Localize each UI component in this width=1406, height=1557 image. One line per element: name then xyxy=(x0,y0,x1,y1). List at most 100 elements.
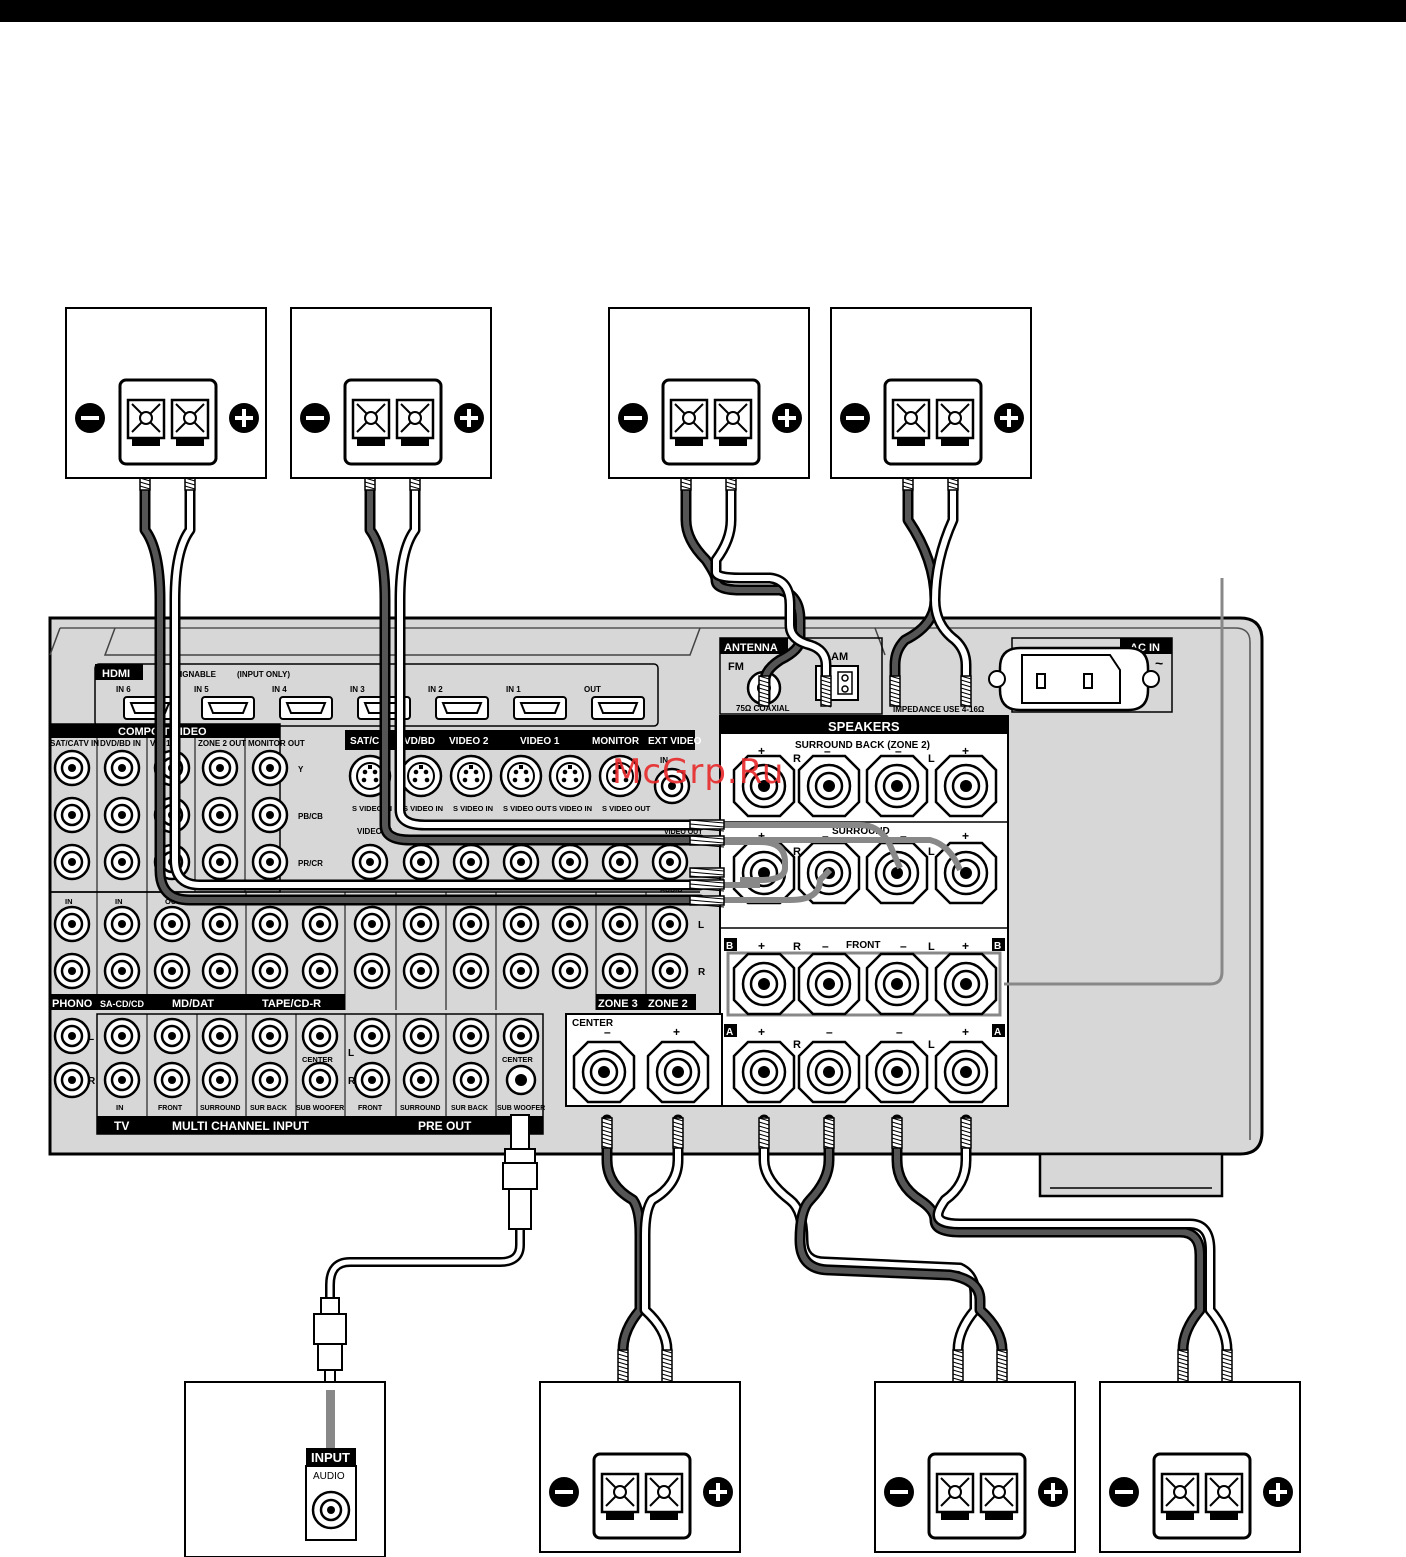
audio-jack-r[interactable] xyxy=(251,952,289,990)
audio-jack-r[interactable] xyxy=(452,952,490,990)
component-video-jack[interactable] xyxy=(103,749,141,787)
video-input-label: VIDEO 2 xyxy=(449,736,489,747)
multi-jack[interactable] xyxy=(402,1017,440,1055)
audio-jack-l[interactable] xyxy=(301,905,339,943)
audio-jack-r[interactable] xyxy=(601,952,639,990)
audio-jack-l[interactable] xyxy=(201,905,239,943)
audio-jack-l[interactable] xyxy=(601,905,639,943)
speaker-terminal[interactable] xyxy=(732,952,796,1016)
multi-jack[interactable] xyxy=(153,1061,191,1099)
video-jack[interactable] xyxy=(651,843,689,881)
audio-jack-r[interactable] xyxy=(301,952,339,990)
audio-jack-l[interactable] xyxy=(53,905,91,943)
multi-jack[interactable] xyxy=(402,1061,440,1099)
component-video-jack[interactable] xyxy=(251,843,289,881)
multi-jack[interactable] xyxy=(452,1017,490,1055)
hdmi-port[interactable] xyxy=(279,696,333,720)
video-jack[interactable] xyxy=(351,843,389,881)
speaker-terminal[interactable] xyxy=(865,1040,929,1104)
speaker-terminal[interactable] xyxy=(865,952,929,1016)
svideo-jack[interactable] xyxy=(449,754,493,798)
subwoofer-input-title: INPUT xyxy=(311,1450,350,1465)
multi-jack[interactable] xyxy=(353,1061,391,1099)
audio-jack-l[interactable] xyxy=(353,905,391,943)
terminal-r-mark: R xyxy=(793,753,801,765)
tv-in-label: IN xyxy=(116,1103,124,1112)
tv-jack[interactable] xyxy=(53,1061,91,1099)
center-terminal[interactable] xyxy=(572,1040,636,1104)
audio-jack-r[interactable] xyxy=(53,952,91,990)
speaker-terminal[interactable] xyxy=(797,754,861,818)
audio-jack-l[interactable] xyxy=(551,905,589,943)
audio-jack-l[interactable] xyxy=(251,905,289,943)
speaker-terminal[interactable] xyxy=(934,1040,998,1104)
svideo-jack[interactable] xyxy=(399,754,443,798)
pre-out-r-label: R xyxy=(348,1076,356,1087)
component-video-jack[interactable] xyxy=(201,843,239,881)
audio-jack-l[interactable] xyxy=(502,905,540,943)
multi-jack[interactable] xyxy=(301,1061,339,1099)
video-jack[interactable] xyxy=(402,843,440,881)
speaker-terminal[interactable] xyxy=(865,754,929,818)
audio-jack-l[interactable] xyxy=(651,905,689,943)
multi-jack[interactable] xyxy=(353,1017,391,1055)
front-label: FRONT xyxy=(846,940,880,951)
svideo-jack[interactable] xyxy=(548,754,592,798)
component-video-jack[interactable] xyxy=(103,796,141,834)
multi-jack[interactable] xyxy=(201,1017,239,1055)
component-video-jack[interactable] xyxy=(201,796,239,834)
audio-jack-r[interactable] xyxy=(502,952,540,990)
video-jack[interactable] xyxy=(502,843,540,881)
audio-jack-l[interactable] xyxy=(452,905,490,943)
speaker-terminal[interactable] xyxy=(732,1040,796,1104)
component-video-jack[interactable] xyxy=(53,843,91,881)
audio-jack-r[interactable] xyxy=(153,952,191,990)
audio-jack-l[interactable] xyxy=(103,905,141,943)
audio-jack-l[interactable] xyxy=(153,905,191,943)
audio-jack-r[interactable] xyxy=(651,952,689,990)
audio-jack-l[interactable] xyxy=(402,905,440,943)
hdmi-port[interactable] xyxy=(591,696,645,720)
hdmi-port[interactable] xyxy=(201,696,255,720)
speaker-terminal[interactable] xyxy=(934,952,998,1016)
component-video-jack[interactable] xyxy=(251,749,289,787)
multi-jack[interactable] xyxy=(103,1061,141,1099)
video-jack[interactable] xyxy=(601,843,639,881)
hdmi-port[interactable] xyxy=(513,696,567,720)
multi-jack[interactable] xyxy=(201,1061,239,1099)
multi-jack[interactable] xyxy=(251,1017,289,1055)
multi-input-label: SUB WOOFER xyxy=(296,1105,344,1112)
speaker-terminal[interactable] xyxy=(797,1040,861,1104)
multi-center-label: CENTER xyxy=(302,1055,333,1064)
multi-jack[interactable] xyxy=(301,1017,339,1055)
multi-jack[interactable] xyxy=(153,1017,191,1055)
audio-jack-r[interactable] xyxy=(551,952,589,990)
component-video-jack[interactable] xyxy=(53,749,91,787)
video-jack[interactable] xyxy=(452,843,490,881)
speaker-terminal[interactable] xyxy=(934,754,998,818)
center-terminal[interactable] xyxy=(646,1040,710,1104)
multi-jack[interactable] xyxy=(103,1017,141,1055)
component-video-jack[interactable] xyxy=(251,796,289,834)
svideo-jack[interactable] xyxy=(499,754,543,798)
component-video-jack[interactable] xyxy=(103,843,141,881)
multi-jack[interactable] xyxy=(251,1061,289,1099)
video-jack[interactable] xyxy=(551,843,589,881)
audio-jack-r[interactable] xyxy=(402,952,440,990)
speaker-terminal[interactable] xyxy=(797,952,861,1016)
multi-jack[interactable] xyxy=(502,1017,540,1055)
audio-jack-r[interactable] xyxy=(201,952,239,990)
hdmi-port[interactable] xyxy=(123,696,177,720)
multi-jack[interactable] xyxy=(452,1061,490,1099)
tv-jack[interactable] xyxy=(53,1017,91,1055)
speaker-terminal[interactable] xyxy=(865,841,929,905)
terminal-minus-mark: – xyxy=(896,1025,903,1039)
antenna-am: AM xyxy=(831,651,848,663)
audio-jack-r[interactable] xyxy=(353,952,391,990)
component-video-jack[interactable] xyxy=(53,796,91,834)
audio-jack-r[interactable] xyxy=(103,952,141,990)
component-video-jack[interactable] xyxy=(201,749,239,787)
speaker-terminal[interactable] xyxy=(934,841,998,905)
front-a-right: A xyxy=(994,1027,1001,1038)
hdmi-port[interactable] xyxy=(435,696,489,720)
